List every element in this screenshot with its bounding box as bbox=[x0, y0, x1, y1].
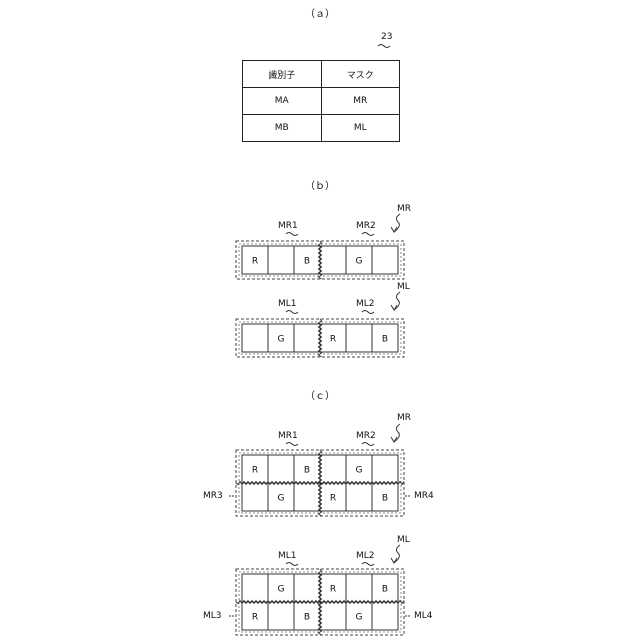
panel-c-mr-row2-cell-label: G bbox=[278, 494, 285, 504]
panel-b-ml-row1-cell-label: B bbox=[382, 335, 388, 345]
panel-c-ml-row2-cell-label: G bbox=[356, 613, 363, 623]
panel-c-mr-row1-cell bbox=[372, 455, 398, 483]
panel-c-mr-row2-cell bbox=[346, 483, 372, 511]
panel-c-mr-row2-cell bbox=[294, 483, 320, 511]
panel-b-mr-row1-cell bbox=[320, 246, 346, 274]
panel-c-ml-row1-cell bbox=[294, 574, 320, 602]
panel-c-ml3-label: ML3 bbox=[203, 612, 222, 621]
panel-b-mr-row1-cell-label: R bbox=[252, 257, 258, 267]
panel-c-ml-row1-cell-label: R bbox=[330, 585, 336, 595]
panel-c-ml1-label: ML1 bbox=[278, 552, 297, 561]
panel-c-mr-row2-cell-label: R bbox=[330, 494, 336, 504]
panel-c-mr4-label: MR4 bbox=[414, 492, 434, 501]
panel-b-ml-arrow-head bbox=[391, 305, 397, 310]
panel-c-ml-row2-cell-label: R bbox=[252, 613, 258, 623]
panel-b-ml-arrow bbox=[394, 292, 400, 310]
panel-c-mr-title: MR bbox=[397, 414, 411, 423]
panel-b-mr-row1-cell bbox=[268, 246, 294, 274]
table-ref-leader bbox=[378, 45, 390, 48]
panel-b-ml-row1-cell bbox=[294, 324, 320, 352]
panel-c-ml1-leader bbox=[286, 563, 298, 566]
panel-b-ml-row1-cell-label: R bbox=[330, 335, 336, 345]
panel-b-mr-title: MR bbox=[397, 205, 411, 214]
panel-c-mr2-leader bbox=[362, 443, 374, 446]
panel-c-mr-row2-cell-label: B bbox=[382, 494, 388, 504]
panel-b-mr1-label: MR1 bbox=[278, 222, 298, 231]
panel-b-mr-row1-cell bbox=[372, 246, 398, 274]
panel-c-ml2-leader bbox=[362, 563, 374, 566]
panel-c-mr1-leader bbox=[286, 443, 298, 446]
panel-c-ml-row2-cell bbox=[268, 602, 294, 630]
panel-c-mr-row1-cell-label: R bbox=[252, 466, 258, 476]
panel-c-ml-row2-cell-label: B bbox=[304, 613, 310, 623]
panel-b-ml-row1-cell bbox=[242, 324, 268, 352]
panel-c-ml-title: ML bbox=[397, 536, 410, 545]
panel-c-ml-row1-cell bbox=[242, 574, 268, 602]
panel-c-ml4-label: ML4 bbox=[414, 612, 433, 621]
panel-c-mr-arrow bbox=[394, 424, 400, 442]
panel-c-mr-row1-cell-label: B bbox=[304, 466, 310, 476]
panel-c-mr-row1-cell bbox=[268, 455, 294, 483]
panel-b-ml-row1-cell bbox=[346, 324, 372, 352]
panel-c-ml-row2-cell bbox=[320, 602, 346, 630]
panel-c-mr-row1-cell bbox=[320, 455, 346, 483]
panel-c-ml-arrow-head bbox=[391, 558, 397, 563]
panel-b-mr1-leader bbox=[286, 233, 298, 236]
panel-c-ml-row2-cell bbox=[372, 602, 398, 630]
panel-c-mr-arrow-head bbox=[391, 437, 397, 442]
panel-c-mr1-label: MR1 bbox=[278, 432, 298, 441]
panel-b-mr2-leader bbox=[362, 233, 374, 236]
panel-b-mr-arrow bbox=[394, 214, 400, 232]
panel-c-mr2-label: MR2 bbox=[356, 432, 376, 441]
panel-c-mr-row2-cell bbox=[242, 483, 268, 511]
panel-c-ml-row1-cell-label: B bbox=[382, 585, 388, 595]
panel-c-ml2-label: ML2 bbox=[356, 552, 375, 561]
panel-b-ml-row1-cell-label: G bbox=[278, 335, 285, 345]
panel-b-ml2-leader bbox=[362, 311, 374, 314]
panel-c-ml-row1-cell bbox=[346, 574, 372, 602]
panel-b-ml-title: ML bbox=[397, 283, 410, 292]
panel-b-ml1-label: ML1 bbox=[278, 300, 297, 309]
panel-b-mr2-label: MR2 bbox=[356, 222, 376, 231]
panel-b-ml2-label: ML2 bbox=[356, 300, 375, 309]
panel-b-mr-row1-cell-label: B bbox=[304, 257, 310, 267]
panel-b-mr-row1-cell-label: G bbox=[356, 257, 363, 267]
panel-b-mr-arrow-head bbox=[391, 227, 397, 232]
panel-c-mr-row1-cell-label: G bbox=[356, 466, 363, 476]
panel-b-ml1-leader bbox=[286, 311, 298, 314]
panel-c-mr3-label: MR3 bbox=[203, 492, 223, 501]
panel-c-ml-arrow bbox=[394, 545, 400, 563]
panel-c-ml-row1-cell-label: G bbox=[278, 585, 285, 595]
